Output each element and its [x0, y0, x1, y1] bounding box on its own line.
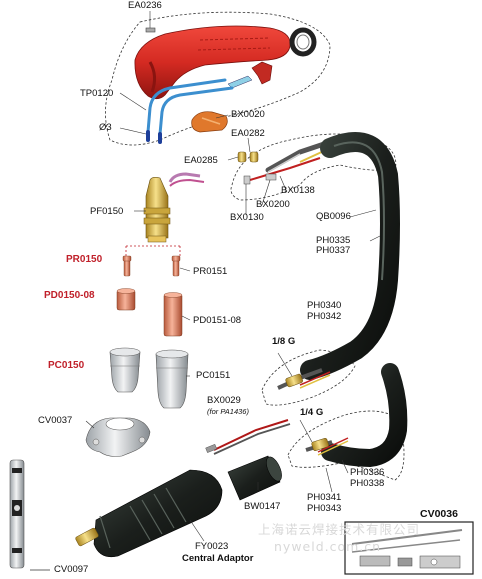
label-bx0130: BX0130	[230, 212, 264, 223]
group-outline-handle	[105, 11, 331, 146]
central-adaptor-fy0023	[75, 469, 223, 558]
trigger-part	[251, 61, 273, 85]
label-ph0336: PH0336	[350, 467, 385, 478]
watermark-url: nyweld.com.cn	[274, 539, 382, 554]
label-pd0150-08: PD0150-08	[44, 290, 95, 301]
label-1-4-g: 1/4 G	[300, 407, 324, 418]
label-1-8-g: 1/8 G	[272, 336, 296, 347]
accessory-box-cv0036	[344, 521, 474, 575]
group-outline-cable-low	[287, 410, 405, 481]
gooseneck-pf0150	[143, 172, 205, 243]
label-ea0236: EA0236	[128, 0, 162, 11]
label-ph0338: PH0338	[350, 478, 385, 489]
label-ph0342: PH0342	[307, 311, 342, 322]
label-fy0023: FY0023	[195, 541, 229, 552]
label-pr0151: PR0151	[193, 266, 228, 277]
label-ea0285: EA0285	[184, 155, 218, 166]
label-ph0341: PH0341	[307, 492, 342, 503]
label-bw0147: BW0147	[244, 501, 281, 512]
tip-holder-pd0150-08	[116, 288, 136, 311]
label-ea0282: EA0282	[231, 128, 265, 139]
label-ph0335: PH0335	[316, 235, 351, 246]
label-bx0138: BX0138	[281, 185, 315, 196]
label-bx0200: BX0200	[256, 199, 290, 210]
nozzle-pc0151	[155, 349, 189, 409]
brass-nut-ea0285	[237, 151, 247, 163]
wire-red	[249, 157, 321, 181]
label-tp0120: TP0120	[80, 88, 114, 99]
wire-set-bx0029	[205, 419, 291, 455]
tip-holder-pd0151-08	[163, 292, 183, 337]
cable-end-bx0138	[265, 139, 333, 173]
lower-cable	[321, 363, 408, 468]
label-central-adaptor: Central Adaptor	[182, 553, 254, 564]
red-handle-ea0236	[134, 25, 291, 100]
contact-tip-pr0150	[122, 255, 132, 277]
label-cv0037: CV0037	[38, 415, 73, 426]
label-bx0029-note: (for PA1436)	[207, 407, 249, 416]
orange-clip-bx0020	[191, 111, 228, 133]
label-pc0150: PC0150	[48, 360, 85, 371]
nozzle-pc0150	[109, 347, 141, 393]
ring-part	[289, 27, 317, 57]
label-ph0340: PH0340	[307, 300, 342, 311]
group-outline-cable-mid	[261, 349, 356, 406]
label-pd0151-08: PD0151-08	[193, 315, 242, 326]
label-qb0096: QB0096	[316, 211, 351, 222]
blue-tubes-tp0120	[146, 78, 234, 144]
cable-end-bx0200	[265, 173, 277, 181]
label-ph0337: PH0337	[316, 245, 351, 256]
liner-tube-cv0097	[9, 459, 50, 571]
screw-small	[145, 27, 156, 33]
main-cable-qb0096	[300, 132, 400, 380]
label-o3: Ø3	[99, 122, 112, 133]
label-bx0020: BX0020	[231, 109, 265, 120]
contact-tip-pr0151	[171, 255, 181, 277]
label-pc0151: PC0151	[196, 370, 231, 381]
sleeve-bw0147	[227, 455, 282, 501]
label-cv0097: CV0097	[54, 564, 89, 575]
nozzle-holder-cv0037	[85, 417, 151, 457]
brass-nut-ea0282	[249, 151, 259, 163]
label-bx0029: BX0029	[207, 395, 241, 406]
label-cv0036: CV0036	[420, 508, 458, 520]
label-ph0343: PH0343	[307, 503, 342, 514]
leader-lines	[85, 11, 381, 542]
watermark-chinese: 上海诺云焊接技术有限公司	[258, 522, 421, 537]
label-pf0150: PF0150	[90, 206, 124, 217]
label-pr0150: PR0150	[66, 254, 103, 265]
